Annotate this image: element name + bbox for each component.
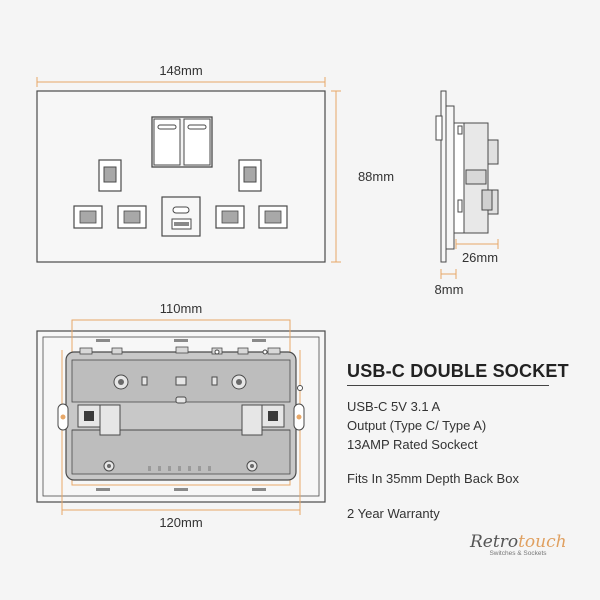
usb-housing [161, 196, 201, 237]
title-divider [347, 385, 549, 386]
back-inner-width-label: 110mm [160, 301, 202, 316]
back-outer-width-label: 120mm [159, 515, 202, 530]
side-switch [435, 115, 443, 141]
spec-usb-output: USB-C 5V 3.1 A [347, 399, 441, 414]
brand-logo: Retrotouch Switches & Sockets [470, 532, 567, 557]
front-width-label: 148mm [159, 63, 202, 78]
brand-tagline: Switches & Sockets [489, 550, 547, 557]
left-switch-indicator [157, 124, 177, 130]
side-terminal-top [487, 139, 499, 165]
right-earth-shutter [243, 166, 257, 183]
front-view: 148mm 88mm [36, 63, 394, 263]
back-view: 110mm 120mm [36, 301, 326, 530]
side-depth-label: 26mm [462, 250, 498, 265]
spec-amp-rating: 13AMP Rated Sockect [347, 437, 478, 452]
side-body-front [453, 122, 465, 234]
usb-c-port [172, 206, 190, 214]
brand-name-part1: Retro [470, 532, 519, 552]
side-frame [445, 105, 455, 250]
front-height-label: 88mm [358, 169, 394, 184]
brand-name-part2: touch [518, 532, 567, 552]
spec-output-type: Output (Type C/ Type A) [347, 418, 487, 433]
spec-warranty: 2 Year Warranty [347, 506, 440, 521]
right-switch-indicator [187, 124, 207, 130]
left-earth-shutter [103, 166, 117, 183]
spec-back-box: Fits In 35mm Depth Back Box [347, 471, 519, 486]
back-plate-inner-edge [42, 336, 320, 497]
side-plate-label: 8mm [435, 282, 464, 297]
side-view [435, 90, 499, 263]
product-title: USB-C DOUBLE SOCKET [347, 361, 569, 381]
